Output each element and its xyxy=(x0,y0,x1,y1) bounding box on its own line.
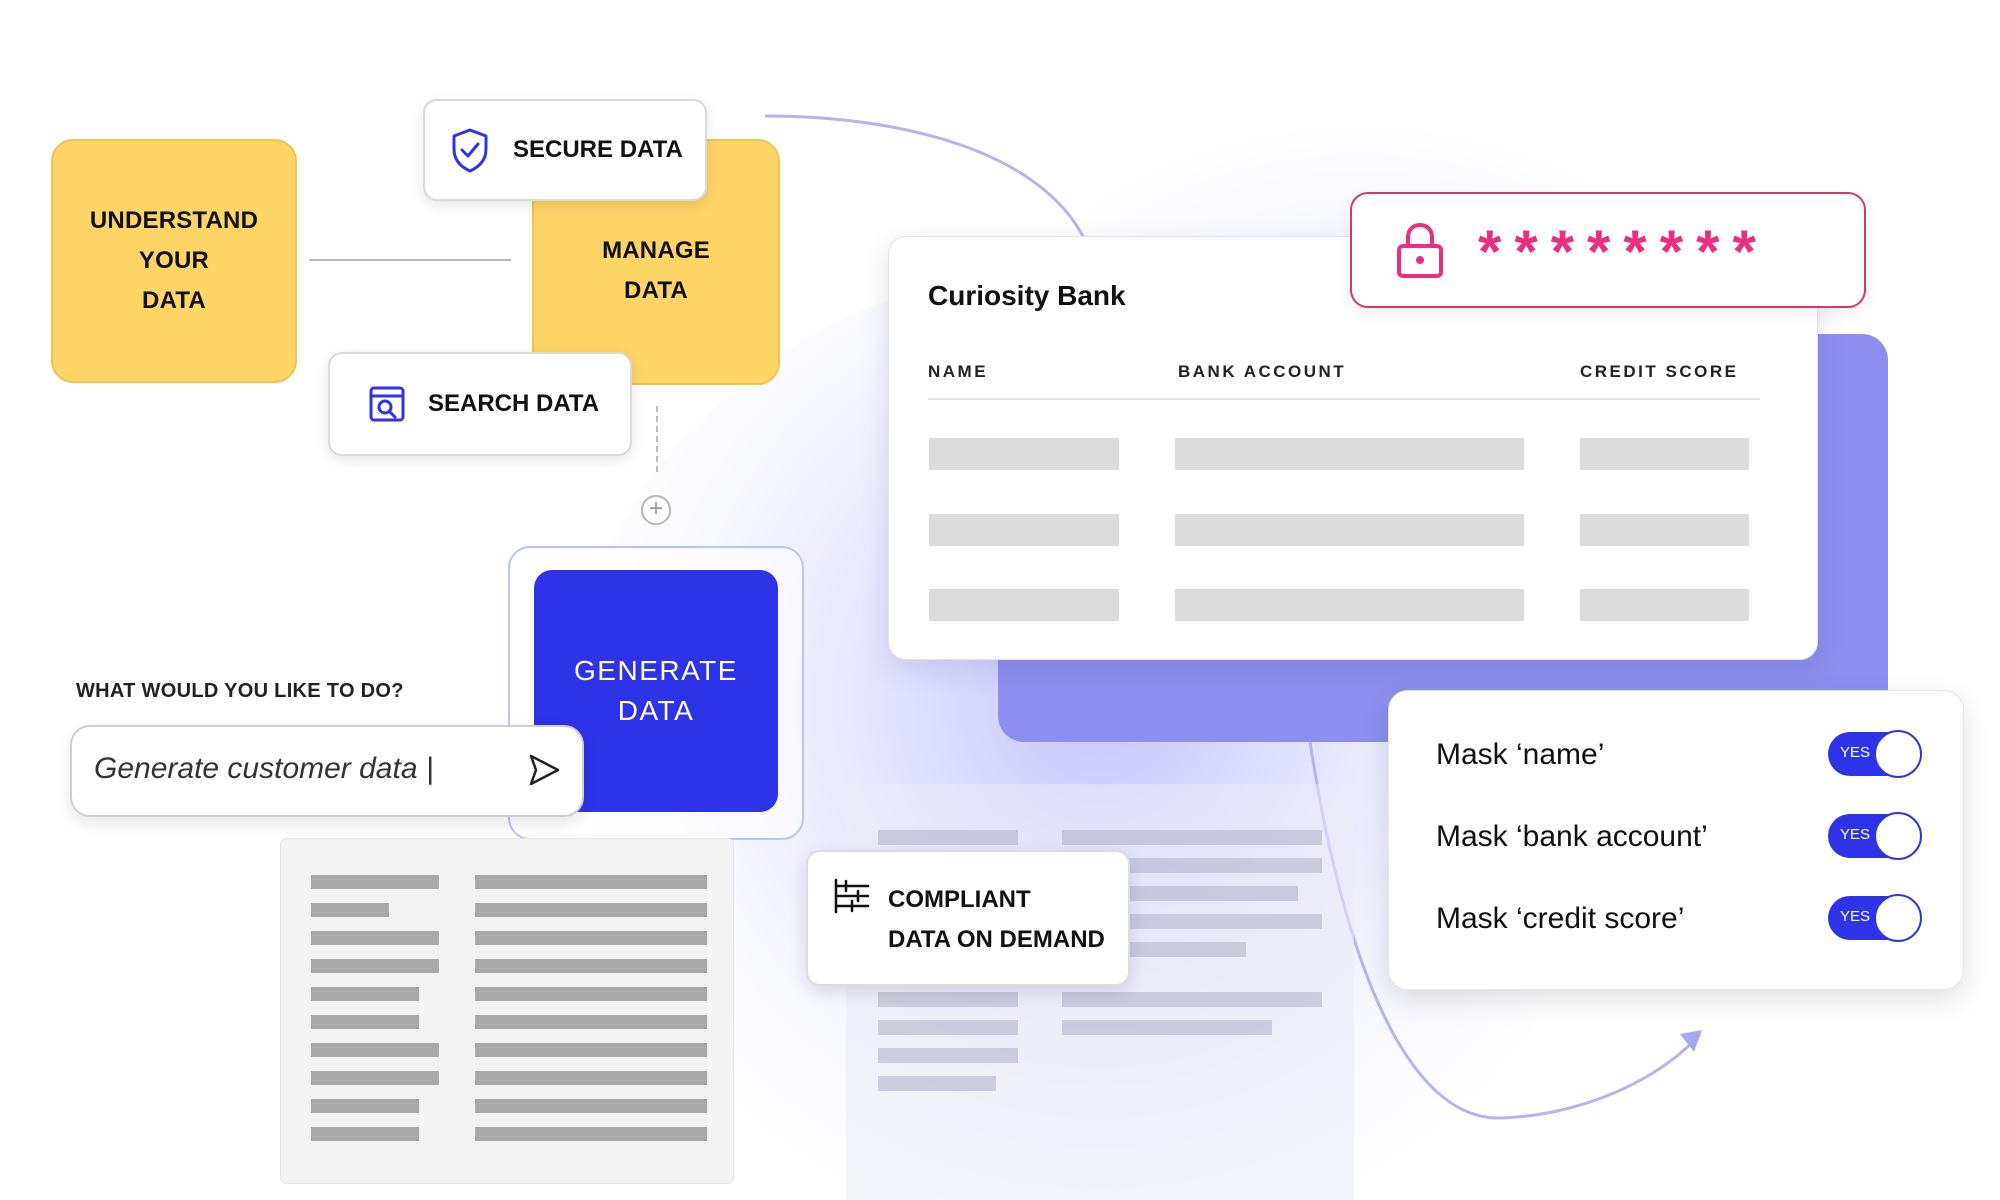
prompt-input[interactable] xyxy=(70,725,584,817)
table-row-1-score xyxy=(1580,438,1749,470)
shield-check-icon xyxy=(452,128,488,173)
compliant-line-1: COMPLIANT xyxy=(888,886,1031,913)
understand-data-card[interactable]: UNDERSTAND YOUR DATA xyxy=(51,139,297,383)
toggle-yes-label: YES xyxy=(1840,744,1871,761)
mask-credit-score-label: Mask ‘credit score’ xyxy=(1436,902,1685,935)
search-data-label: SEARCH DATA xyxy=(428,390,600,417)
toggle-knob xyxy=(1874,812,1922,860)
generated-data-preview xyxy=(280,838,734,1184)
manage-line-1: MANAGE xyxy=(602,237,710,264)
header-divider xyxy=(928,398,1760,400)
column-bank-account: BANK ACCOUNT xyxy=(1178,362,1347,381)
secure-data-chip[interactable]: SECURE DATA xyxy=(423,99,707,201)
mask-name-label: Mask ‘name’ xyxy=(1436,738,1605,771)
search-data-chip[interactable]: SEARCH DATA xyxy=(328,352,632,456)
toggle-knob xyxy=(1874,730,1922,778)
compliant-line-2: DATA ON DEMAND xyxy=(888,926,1105,953)
mask-bank-account-toggle[interactable]: YES xyxy=(1828,812,1922,860)
table-row-2-name xyxy=(929,514,1119,546)
prompt-question: WHAT WOULD YOU LIKE TO DO? xyxy=(76,680,404,702)
generate-line-2: DATA xyxy=(617,695,695,726)
table-row-2-score xyxy=(1580,514,1749,546)
table-row-1-name xyxy=(929,438,1119,470)
table-row-1-account xyxy=(1175,438,1524,470)
arrow-top-curve xyxy=(764,114,1087,241)
lock-icon xyxy=(1397,222,1443,278)
table-row-3-name xyxy=(929,589,1119,621)
sliders-icon xyxy=(834,878,870,914)
faded-document xyxy=(846,784,1354,1200)
understand-line-2: YOUR xyxy=(138,247,210,274)
toggle-yes-label: YES xyxy=(1840,908,1871,925)
bank-title: Curiosity Bank xyxy=(928,280,1126,311)
understand-line-1: UNDERSTAND xyxy=(89,207,259,234)
generate-line-1: GENERATE xyxy=(574,655,738,686)
toggle-knob xyxy=(1874,894,1922,942)
secure-data-label: SECURE DATA xyxy=(513,136,683,163)
arrow-head xyxy=(1680,1030,1702,1052)
compliant-data-card[interactable] xyxy=(806,850,1130,986)
search-window-icon xyxy=(369,386,405,422)
mask-name-toggle[interactable]: YES xyxy=(1828,730,1922,778)
password-field[interactable] xyxy=(1350,192,1866,308)
table-row-3-score xyxy=(1580,589,1749,621)
prompt-input-value[interactable]: Generate customer data | xyxy=(94,752,434,785)
table-row-2-account xyxy=(1175,514,1524,546)
password-masked-value: ******** xyxy=(1478,218,1769,285)
manage-line-2: DATA xyxy=(624,277,688,304)
column-name: NAME xyxy=(928,362,989,381)
send-icon[interactable] xyxy=(526,752,562,788)
mask-credit-score-toggle[interactable]: YES xyxy=(1828,894,1922,942)
connector-line xyxy=(309,259,511,261)
toggle-yes-label: YES xyxy=(1840,826,1871,843)
table-row-3-account xyxy=(1175,589,1524,621)
column-credit-score: CREDIT SCORE xyxy=(1580,362,1739,381)
understand-line-3: DATA xyxy=(142,287,206,314)
plus-icon[interactable]: + xyxy=(641,495,671,525)
dashed-connector xyxy=(656,406,658,472)
mask-bank-account-label: Mask ‘bank account’ xyxy=(1436,820,1708,853)
